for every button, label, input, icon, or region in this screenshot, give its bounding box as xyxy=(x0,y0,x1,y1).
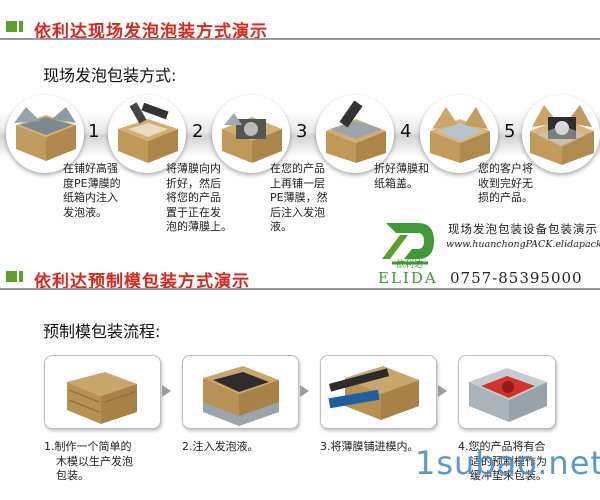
step-number: 5 xyxy=(504,121,516,142)
premold-step-3-caption: 3.将薄膜铺进模内。 xyxy=(320,440,419,453)
banner-title: 依利达现场发泡泡装方式演示 xyxy=(34,22,268,42)
divider xyxy=(0,38,600,40)
banner-title: 依利达预制模包装方式演示 xyxy=(34,272,250,292)
elida-logo-icon xyxy=(382,223,434,265)
step-5-photo xyxy=(420,95,498,173)
section-heading: 预制模包装流程: xyxy=(43,322,161,341)
section-banner-premold: 依利达预制模包装方式演示 xyxy=(0,264,600,292)
step-4-photo xyxy=(316,95,394,173)
premold-step-1-photo xyxy=(44,355,161,429)
ad-phone: 0757-85395000 xyxy=(450,269,583,287)
premold-step-4-caption: 4.您的产品将有合 适的预制模作为 缓冲垫来包装。 xyxy=(458,440,547,482)
step-3-caption: 在您的产品 上再铺一层 PE薄膜，然 后注入发泡 液。 xyxy=(270,162,328,233)
section-banner-onsite: 依利达现场发泡泡装方式演示 xyxy=(0,14,600,42)
ad-url: www.huanchongPACK.elidapack.net xyxy=(446,239,600,250)
green-bar-icon xyxy=(19,21,23,32)
step-number: 2 xyxy=(192,121,204,142)
premold-step-4-photo xyxy=(458,355,556,429)
step-number: 3 xyxy=(296,121,308,142)
divider xyxy=(0,288,600,290)
premold-step-1-caption: 1.制作一个简单的 木模以生产发泡 包装。 xyxy=(44,440,133,482)
premold-step-2-caption: 2.注入发泡液。 xyxy=(182,440,259,453)
green-square-icon xyxy=(6,21,17,32)
green-bar-icon xyxy=(19,271,23,282)
premold-step-2-photo xyxy=(182,355,299,429)
arrow-right-icon xyxy=(162,385,171,397)
arrow-right-icon xyxy=(438,385,447,397)
process-band xyxy=(0,111,600,157)
ad-brand: ELIDA xyxy=(378,269,438,287)
premold-step-3-photo xyxy=(320,355,437,429)
section-heading: 现场发泡包装方式: xyxy=(43,66,177,85)
step-5-caption: 您的客户将 收到完好无 损的产品。 xyxy=(478,162,533,204)
step-1-photo xyxy=(6,95,84,173)
arrow-right-icon xyxy=(300,385,309,397)
step-5-result-photo xyxy=(522,95,600,173)
logo-text: 依利达 xyxy=(396,260,424,270)
ad-tagline: 现场发泡包装设备包装演示 xyxy=(448,222,598,236)
step-4-caption: 折好薄膜和 纸箱盖。 xyxy=(374,162,429,190)
step-2-caption: 将薄膜向内 折好，然后 将您的产品 置于正在发 泡的薄膜上。 xyxy=(166,162,232,233)
onsite-process-strip: 1 2 3 4 xyxy=(0,95,600,173)
step-2-photo xyxy=(108,95,186,173)
step-1-caption: 在铺好高强 度PE薄膜的 纸箱内注入 发泡液。 xyxy=(63,162,121,219)
elida-ad: 依利达 现场发泡包装设备包装演示 www.huanchongPACK.elida… xyxy=(378,215,600,287)
step-number: 1 xyxy=(88,121,100,142)
green-square-icon xyxy=(6,271,17,282)
step-3-photo xyxy=(212,95,290,173)
watermark: 1subao.net xyxy=(415,444,600,482)
step-number: 4 xyxy=(400,121,412,142)
